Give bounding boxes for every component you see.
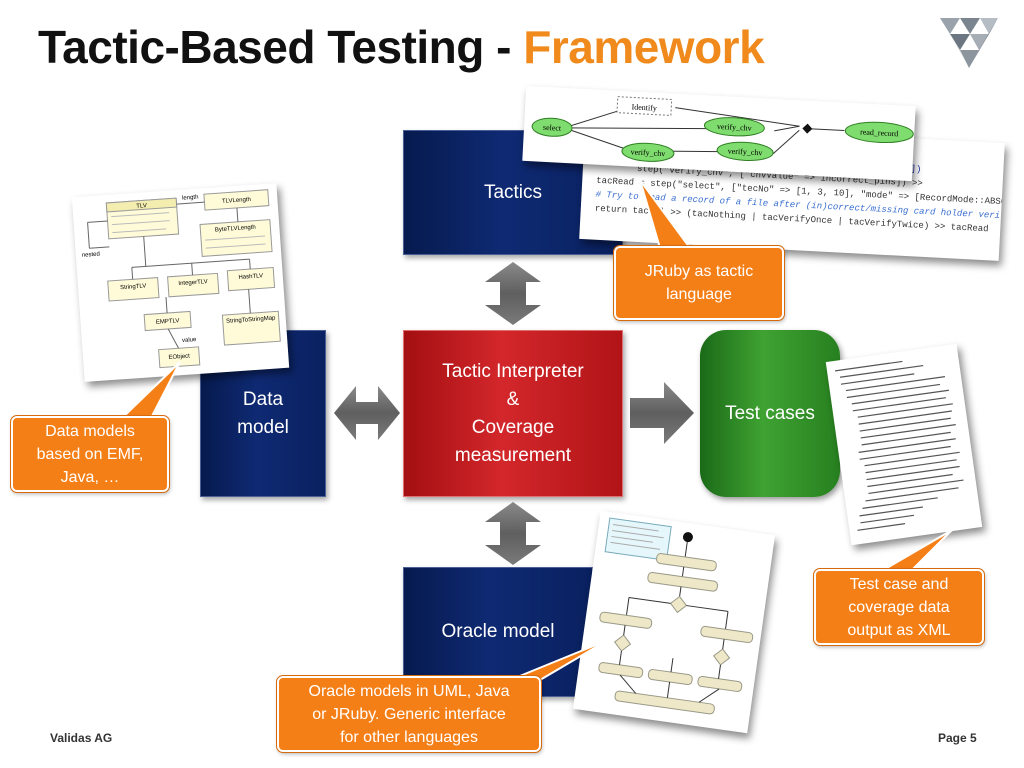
graph-node-read-record: read_record (860, 127, 899, 138)
title-accent: Framework (523, 21, 765, 73)
callout-test-case-line-1: Test case and (849, 575, 949, 593)
uml-class-tlv: TLV (136, 203, 147, 210)
double-arrow-tactics-interpreter (485, 262, 541, 325)
interpreter-label-1: Tactic Interpreter (442, 360, 584, 382)
tactic-interpreter-box: Tactic Interpreter & Coverage measuremen… (403, 330, 623, 497)
callout-data-models-line-3: Java, … (60, 468, 120, 486)
callout-oracle: Oracle models in UML, Java or JRuby. Gen… (276, 675, 542, 753)
test-case-xml-screenshot (825, 343, 983, 546)
graph-node-identify: Identify (631, 102, 657, 112)
graph-node-select: select (543, 123, 562, 133)
uml-class-stringtostringmap: StringToStringMap (226, 315, 276, 324)
uml-label-value: value (182, 337, 197, 344)
callout-test-case: Test case and coverage data output as XM… (813, 568, 985, 646)
xml-text-lines (834, 360, 964, 531)
callout-data-models-line-1: Data models (45, 422, 135, 440)
interpreter-label-3: Coverage (471, 416, 555, 438)
double-arrow-interpreter-oracle (485, 502, 541, 565)
test-cases-box: Test cases (700, 330, 840, 497)
interpreter-label-2: & (506, 388, 520, 410)
emf-class-diagram-screenshot: TLV TLVLength ByteTLVLength StringTLV In… (71, 183, 290, 382)
double-arrow-data-interpreter (334, 386, 400, 440)
pointer-test-case (876, 529, 953, 573)
tactic-graph: Identify select verify_chv verify_chv ve… (531, 96, 914, 162)
slide-title: Tactic-Based Testing - Framework (38, 20, 765, 74)
graph-node-verify-chv-1: verify_chv (717, 122, 752, 133)
uml-class-stringtlv: StringTLV (120, 283, 147, 291)
graph-node-verify-chv-3: verify_chv (728, 146, 763, 157)
uml-class-bytetlvlength: ByteTLVLength (215, 225, 256, 234)
graph-node-verify-chv-2: verify_chv (630, 147, 665, 158)
pointer-jruby (639, 179, 692, 249)
oracle-activity-diagram-screenshot (572, 510, 776, 734)
footer-company: Validas AG (50, 731, 113, 745)
title-main: Tactic-Based Testing - (38, 21, 524, 73)
callout-jruby: JRuby as tactic language (613, 245, 785, 321)
uml-diagram: TLV TLVLength ByteTLVLength StringTLV In… (82, 189, 281, 369)
validas-logo-icon (940, 18, 998, 68)
uml-label-length: length (182, 195, 199, 202)
interpreter-label-4: measurement (454, 444, 572, 466)
callout-jruby-line-2: language (666, 286, 732, 303)
pointer-oracle (509, 639, 609, 681)
uml-label-nested: nested (82, 252, 100, 259)
uml-class-emptlv: EMPTLV (156, 318, 180, 326)
callout-data-models-line-2: based on EMF, (36, 445, 144, 463)
callout-data-models: Data models based on EMF, Java, … (10, 415, 170, 493)
activity-diagram (598, 517, 754, 715)
data-model-label-2: model (237, 416, 289, 438)
pointer-data-models (117, 361, 181, 421)
uml-class-hashtlv: HashTLV (238, 273, 263, 281)
uml-class-eobject: EObject (168, 354, 190, 361)
callout-jruby-line-1: JRuby as tactic (644, 263, 754, 280)
uml-class-tlvlength: TLVLength (222, 197, 251, 205)
tactic-graph-screenshot: Identify select verify_chv verify_chv ve… (522, 85, 916, 182)
callout-test-case-line-2: coverage data (848, 598, 950, 616)
oracle-model-label: Oracle model (441, 621, 555, 642)
tactics-label: Tactics (483, 181, 543, 203)
test-cases-label: Test cases (725, 402, 815, 424)
callout-test-case-line-3: output as XML (847, 621, 951, 639)
data-model-label-1: Data (242, 388, 284, 410)
callout-oracle-line-1: Oracle models in UML, Java (308, 682, 510, 700)
arrow-interpreter-testcases (630, 382, 694, 444)
callout-oracle-line-3: for other languages (340, 728, 478, 746)
uml-class-integertlv: IntegerTLV (178, 279, 208, 287)
callout-oracle-line-2: or JRuby. Generic interface (312, 705, 506, 723)
footer-page-number: Page 5 (938, 731, 977, 745)
oracle-model-box: Oracle model (403, 567, 593, 697)
